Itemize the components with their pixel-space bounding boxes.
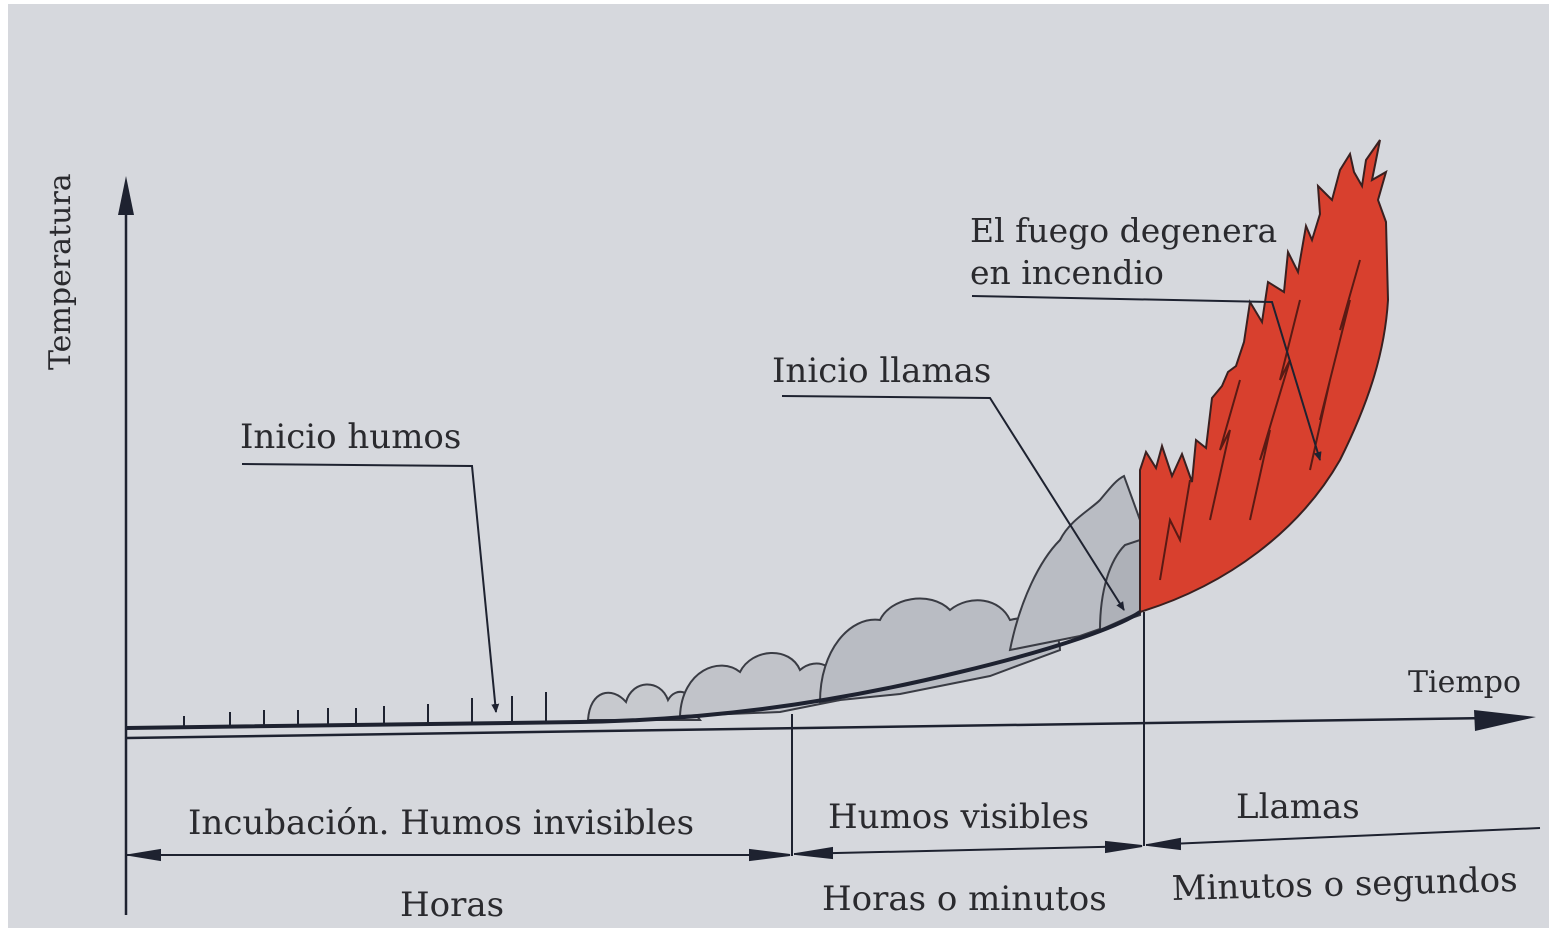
phase-duration-minutes-seconds: Minutos o segundos [1171, 860, 1518, 909]
annotation-smoke-start: Inicio humos [240, 417, 461, 457]
x-axis-label: Tiempo [1408, 665, 1521, 700]
y-axis-arrowhead [118, 176, 134, 215]
phase-name-incubation: Incubación. Humos invisibles [188, 803, 694, 843]
annotation-leaders [241, 295, 1322, 713]
annotation-flames-start: Inicio llamas [772, 351, 991, 391]
x-axis [125, 716, 1491, 740]
phase-name-visible-smoke: Humos visibles [828, 797, 1089, 837]
phase-duration-hours: Horas [400, 885, 504, 925]
flame-region [1139, 139, 1390, 614]
annotation-fire-line1: El fuego degenera [970, 211, 1277, 250]
smoke-clouds [586, 474, 1141, 721]
y-axis-label: Temperatura [43, 173, 78, 370]
duration-arrows [126, 827, 1541, 862]
phase-name-flames: Llamas [1236, 787, 1360, 827]
flame-inner-lines [1159, 259, 1361, 581]
annotation-fire-line2: en incendio [970, 253, 1164, 292]
x-axis-arrowhead [1474, 710, 1536, 731]
temperature-curve [125, 610, 1142, 730]
phase-duration-hours-minutes: Horas o minutos [822, 879, 1107, 919]
curve-tick-marks [183, 692, 547, 726]
